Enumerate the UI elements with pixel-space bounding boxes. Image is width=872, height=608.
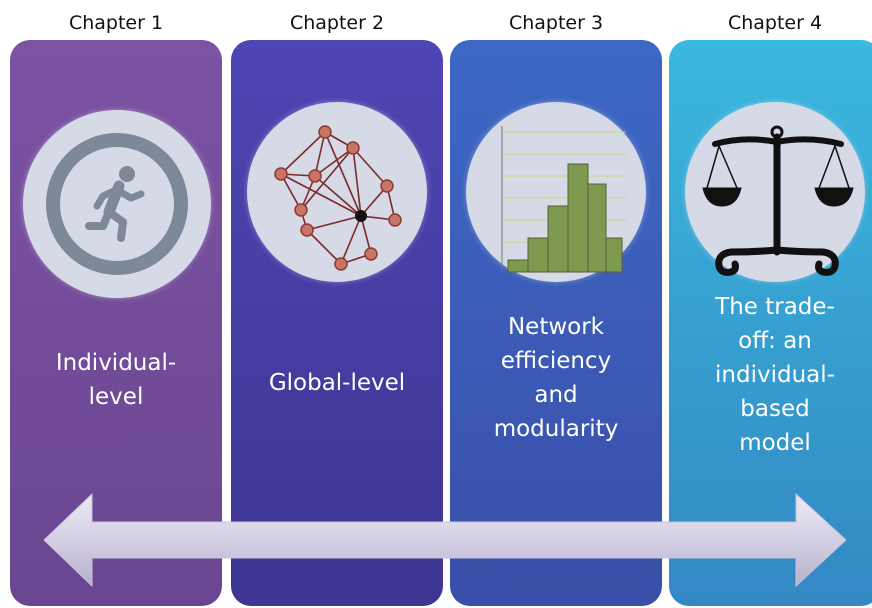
network-graph-icon — [274, 125, 402, 271]
chapter-3-label-line: efficiency — [500, 348, 612, 374]
chapter-3-panel: Network efficiency and modularity — [450, 40, 662, 606]
chapter-1-icon-circle — [23, 110, 211, 298]
running-person-icon — [46, 133, 188, 275]
balance-scale-icon — [702, 125, 854, 276]
chapter-4-panel: The trade- off: an individual- based mod… — [669, 40, 872, 606]
chapter-1-label-line: level — [88, 384, 144, 410]
chapter-2-header: Chapter 2 — [289, 12, 385, 34]
chapter-4-icon-circle — [685, 102, 865, 282]
chapter-1-panel: Individual- level — [10, 40, 222, 606]
chapter-3-label-line: Network — [507, 314, 605, 340]
chapter-4-label: The trade- off: an individual- based mod… — [669, 290, 872, 460]
chapter-3-header: Chapter 3 — [508, 12, 604, 34]
chapter-1-label-line: Individual- — [55, 350, 177, 376]
chapter-4-header: Chapter 4 — [727, 12, 823, 34]
chapter-2-label: Global-level — [231, 366, 443, 400]
chapter-4-label-line: model — [739, 430, 811, 456]
chapter-4-label-line: based — [740, 396, 810, 422]
chapter-4-label-line: The trade- — [715, 294, 835, 320]
chapter-2-label-line: Global-level — [268, 370, 406, 396]
chapter-3-icon-circle — [466, 102, 646, 282]
chapter-4-label-line: off: an — [738, 328, 812, 354]
chapter-2-panel: Global-level — [231, 40, 443, 606]
chapter-3-label-line: modularity — [493, 416, 619, 442]
chapter-3-label-line: and — [534, 382, 578, 408]
chapter-4-label-line: individual- — [715, 362, 835, 388]
chapter-2-icon-circle — [247, 102, 427, 282]
chapter-3-label: Network efficiency and modularity — [450, 310, 662, 446]
histogram-icon — [501, 126, 626, 273]
chapter-1-label: Individual- level — [10, 346, 222, 414]
chapter-1-header: Chapter 1 — [68, 12, 164, 34]
